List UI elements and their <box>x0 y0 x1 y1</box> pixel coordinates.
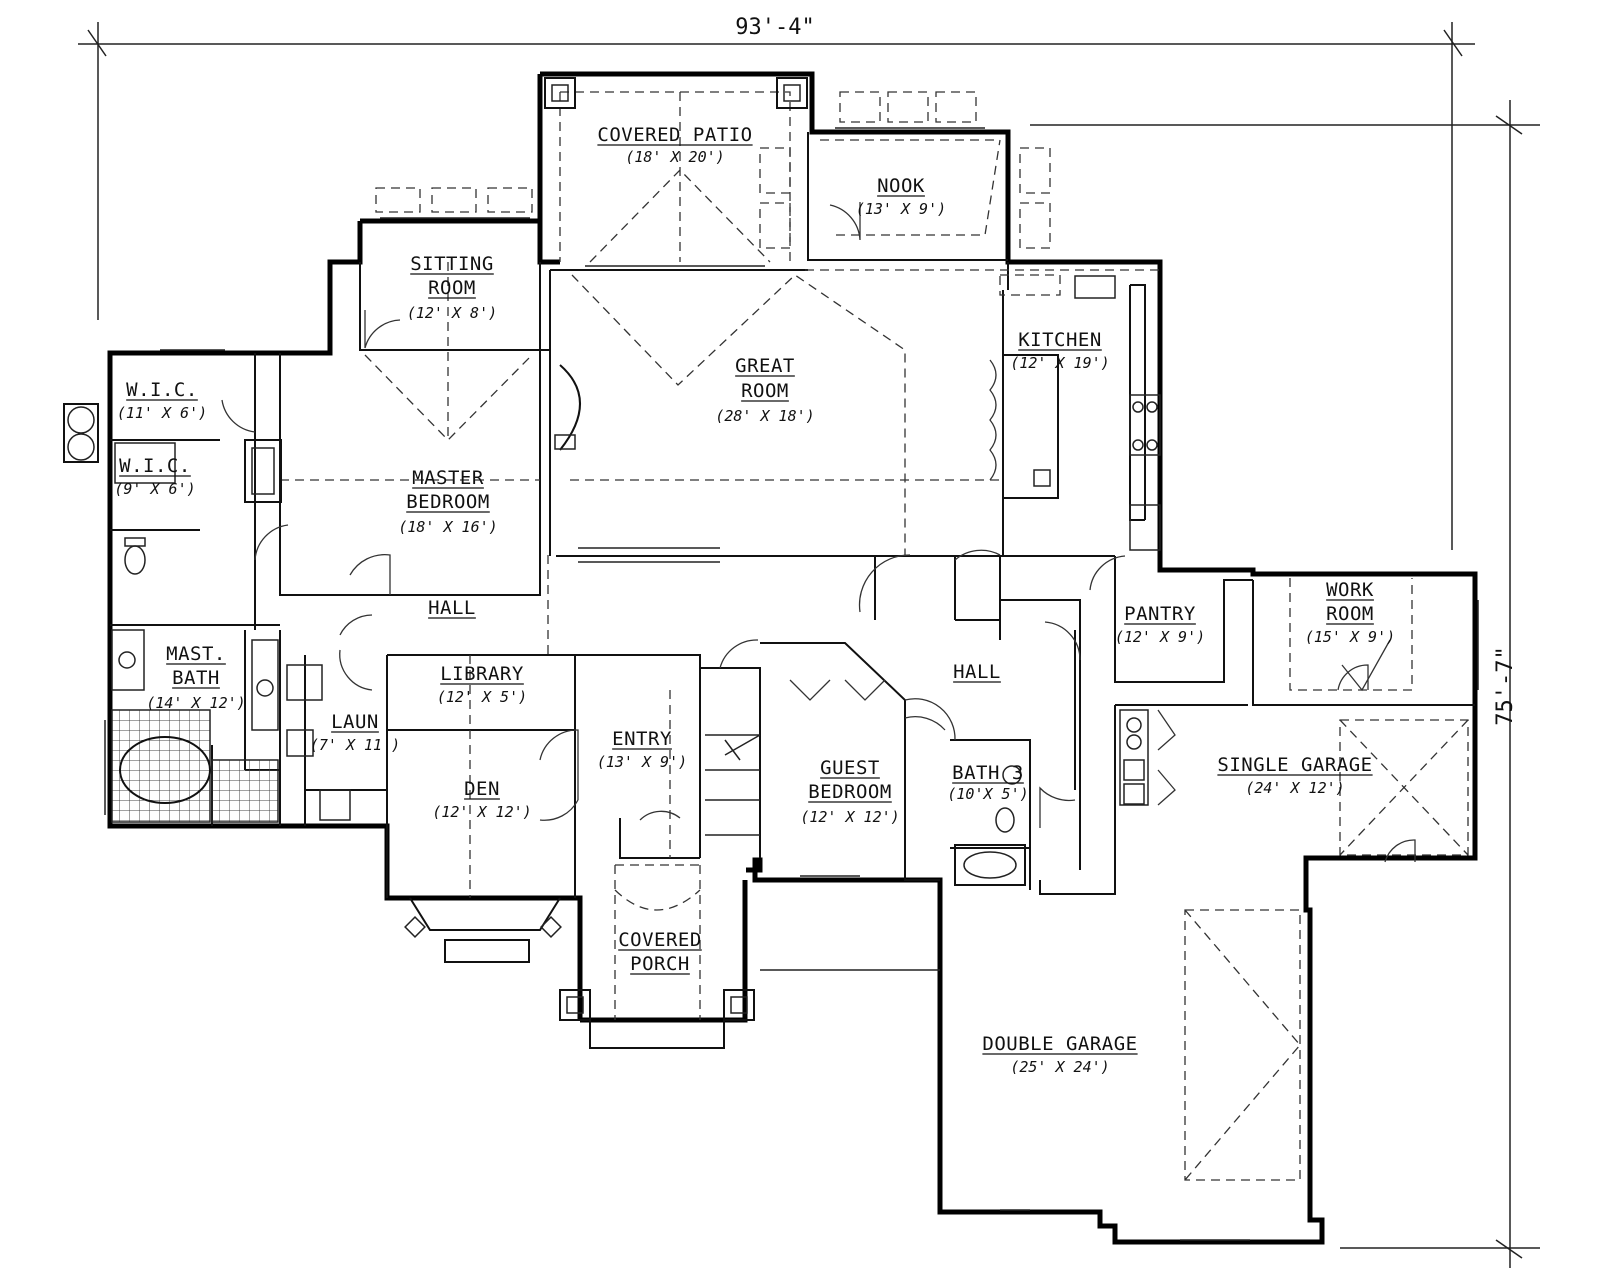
room-labels: COVERED PATIO (18' X 20') NOOK (13' X 9'… <box>114 124 1395 1076</box>
room-name: ENTRY <box>612 728 672 750</box>
room-size: (28' X 18') <box>715 407 814 425</box>
room-name-line-2: BEDROOM <box>406 491 490 513</box>
exterior-walls <box>107 71 1478 1245</box>
room-name-line-1: COVERED <box>618 929 702 951</box>
room-size: (9' X 6') <box>114 480 195 498</box>
room-size: (13' X 9') <box>856 200 946 218</box>
room-size: (12' X 5') <box>437 688 527 706</box>
stair <box>705 734 761 836</box>
room-single-garage: SINGLE GARAGE (24' X 12') <box>1217 754 1373 797</box>
room-size: (24' X 12') <box>1245 779 1344 797</box>
room-library: LIBRARY (12' X 5') <box>437 663 527 706</box>
windows <box>104 127 1479 1241</box>
room-name-line-1: GREAT <box>735 355 795 377</box>
room-sitting-room: SITTING ROOM (12' X 8') <box>407 253 497 322</box>
door-swings <box>221 202 1416 863</box>
ceiling-lines <box>280 91 1469 1181</box>
room-name-line-1: WORK <box>1326 579 1374 601</box>
room-size: (13' X 9') <box>597 753 687 771</box>
columns <box>544 77 808 1049</box>
guest-bath-fixtures <box>954 765 1026 886</box>
room-name-line-1: MASTER <box>412 467 484 489</box>
room-master-bedroom: MASTER BEDROOM (18' X 16') <box>398 467 497 536</box>
room-name-line-2: ROOM <box>1326 603 1374 625</box>
room-name-line-1: MAST. <box>166 643 226 665</box>
room-name-line-2: ROOM <box>428 277 476 299</box>
room-name: PANTRY <box>1124 603 1196 625</box>
room-name: DOUBLE GARAGE <box>982 1033 1137 1055</box>
room-name-line-2: ROOM <box>741 380 789 402</box>
room-great-room: GREAT ROOM (28' X 18') <box>715 355 814 425</box>
room-mast-bath: MAST. BATH (14' X 12') <box>146 643 245 712</box>
laundry-fixtures <box>286 664 351 821</box>
room-size: (11' X 6') <box>117 404 207 422</box>
room-name: SINGLE GARAGE <box>1217 754 1372 776</box>
room-bath-3: BATH 3 (10'X 5') <box>947 762 1028 803</box>
room-size: (10'X 5') <box>947 785 1028 803</box>
garage-storage <box>1119 709 1176 806</box>
room-name: NOOK <box>877 175 925 197</box>
room-name-line-2: PORCH <box>630 953 690 975</box>
bay-window <box>404 897 562 963</box>
room-hall-1: HALL <box>428 597 476 619</box>
kitchen-fixtures <box>989 275 1161 551</box>
room-name: W.I.C. <box>126 379 198 401</box>
room-pantry: PANTRY (12' X 9') <box>1115 603 1205 646</box>
room-size: (12' X 9') <box>1115 628 1205 646</box>
room-wic-2: W.I.C. (9' X 6') <box>114 455 195 498</box>
room-size: (18' X 16') <box>398 518 497 536</box>
room-wic-1: W.I.C. (11' X 6') <box>117 379 207 422</box>
room-name: HALL <box>953 661 1001 683</box>
room-name: LIBRARY <box>440 663 524 685</box>
room-name-line-2: BATH <box>172 667 220 689</box>
room-size: (25' X 24') <box>1010 1058 1109 1076</box>
room-name: COVERED PATIO <box>597 124 752 146</box>
room-hall-2: HALL <box>953 661 1001 683</box>
room-size: (12' X 8') <box>407 304 497 322</box>
overall-width-label: 93'-4" <box>735 15 814 40</box>
room-name: W.I.C. <box>119 455 191 477</box>
room-name-line-2: BEDROOM <box>808 781 892 803</box>
room-entry: ENTRY (13' X 9') <box>597 728 687 771</box>
room-size: (12' X 19') <box>1010 354 1109 372</box>
room-covered-porch: COVERED PORCH <box>618 929 702 975</box>
room-name-line-1: GUEST <box>820 757 880 779</box>
overall-depth-label: 75'-7" <box>1493 646 1518 725</box>
room-size: (12' X 12') <box>432 803 531 821</box>
fireplaces <box>244 364 581 503</box>
patio-furniture <box>375 91 1061 296</box>
room-size: (12' X 12') <box>800 808 899 826</box>
room-size: (7' X 11') <box>310 736 400 754</box>
room-name-line-1: SITTING <box>410 253 494 275</box>
room-name: BATH 3 <box>952 762 1024 784</box>
room-name: LAUN <box>331 711 379 733</box>
room-size: (18' X 20') <box>625 148 724 166</box>
room-nook: NOOK (13' X 9') <box>856 175 946 218</box>
room-size: (14' X 12') <box>146 694 245 712</box>
room-work-room: WORK ROOM (15' X 9') <box>1305 579 1395 646</box>
room-size: (15' X 9') <box>1305 628 1395 646</box>
room-den: DEN (12' X 12') <box>432 778 531 821</box>
overall-width-dimension: 93'-4" <box>78 15 1475 550</box>
room-guest-bedroom: GUEST BEDROOM (12' X 12') <box>800 757 899 826</box>
overall-depth-dimension: 75'-7" <box>1030 100 1540 1268</box>
room-name: DEN <box>464 778 500 800</box>
ac-units <box>63 403 99 463</box>
room-laun: LAUN (7' X 11') <box>310 711 400 754</box>
room-double-garage: DOUBLE GARAGE (25' X 24') <box>982 1033 1138 1076</box>
master-bath-fixtures <box>111 442 279 823</box>
room-name: HALL <box>428 597 476 619</box>
room-name: KITCHEN <box>1018 329 1102 351</box>
room-kitchen: KITCHEN (12' X 19') <box>1010 329 1109 372</box>
room-covered-patio: COVERED PATIO (18' X 20') <box>597 124 753 166</box>
